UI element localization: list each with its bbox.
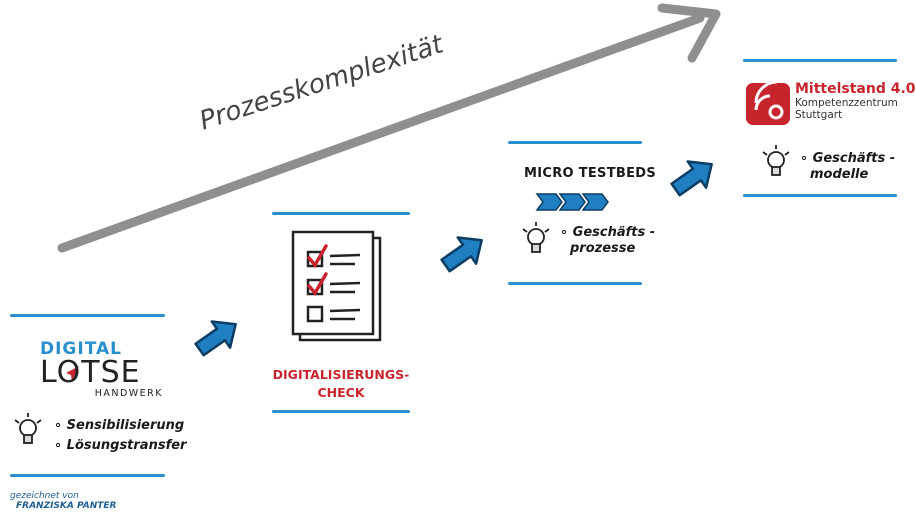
list-item: modelle: [810, 167, 869, 182]
stage2-bottom-bar: [272, 410, 410, 413]
process-chevrons-icon: [535, 193, 609, 211]
logo-title: Mittelstand 4.0: [795, 81, 916, 97]
micro-testbeds-title: MICRO TESTBEDS: [524, 166, 657, 181]
list-item: ∘ Lösungstransfer: [54, 438, 187, 453]
title-line: CHECK: [317, 385, 365, 400]
logo-handwerk-text: HANDWERK: [94, 388, 163, 399]
credit-line: gezeichnet von: [10, 491, 79, 501]
stage3-bullets: ∘ Geschäfts - prozesse: [560, 225, 655, 257]
stage3-bottom-bar: [508, 282, 642, 285]
connector-arrow-2: [440, 236, 483, 273]
stage1-bottom-bar: [10, 474, 165, 477]
logo-subtitle: Kompetenzzentrum: [795, 97, 898, 109]
stage3-top-bar: [508, 141, 642, 144]
title-line: DIGITALISIERUNGS-: [272, 367, 410, 382]
diagram-canvas: [14, 3, 790, 444]
logo-lotse-text: LOTSE: [40, 355, 141, 390]
checklist-document-icon: [291, 230, 382, 342]
list-item: ∘ Geschäfts -: [800, 151, 896, 166]
digitalisierungs-check-title: DIGITALISIERUNGS- CHECK: [262, 366, 420, 402]
list-item: ∘ Geschäfts -: [560, 225, 656, 240]
lightbulb-icon: [762, 145, 790, 176]
connector-arrow-1: [194, 320, 237, 357]
illustrator-credit: gezeichnet von FRANZISKA PANTER: [10, 491, 117, 511]
list-item: ∘ Sensibilisierung: [54, 418, 185, 433]
stage1-top-bar: [10, 314, 165, 317]
lightbulb-icon: [14, 413, 42, 444]
list-item: prozesse: [570, 241, 636, 256]
stage1-bullets: ∘ Sensibilisierung ∘ Lösungstransfer: [54, 418, 186, 454]
mittelstand-logo-text: Mittelstand 4.0 Kompetenzzentrum Stuttga…: [795, 81, 916, 121]
digital-lotse-logo: DIGITAL LOTSE HANDWERK: [40, 340, 165, 399]
connector-arrow-3: [670, 160, 713, 197]
stage4-bullets: ∘ Geschäfts - modelle: [800, 151, 895, 183]
complexity-trend-arrow: [57, 3, 721, 253]
lightbulb-icon: [522, 222, 550, 253]
logo-digital-text: DIGITAL: [40, 339, 122, 359]
stage2-top-bar: [272, 212, 410, 215]
lotse-pointer-icon: [66, 366, 79, 381]
credit-name: FRANZISKA PANTER: [16, 501, 117, 511]
logo-location: Stuttgart: [795, 109, 843, 121]
stage4-bottom-bar: [743, 194, 897, 197]
stage4-top-bar: [743, 59, 897, 62]
mittelstand-logo-icon: [746, 80, 790, 125]
